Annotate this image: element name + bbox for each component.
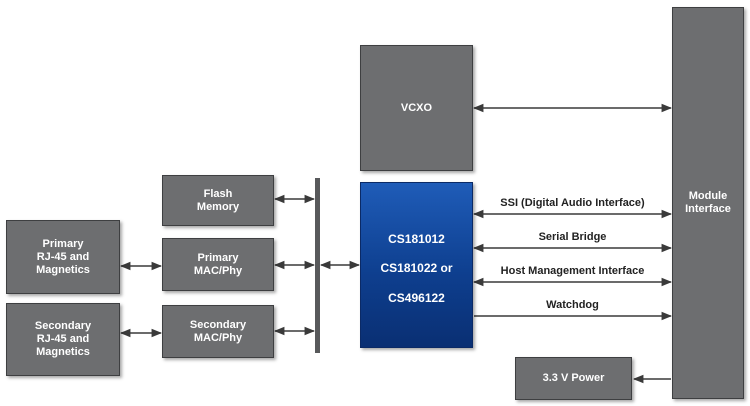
flash-memory-block: Flash Memory <box>162 175 274 226</box>
ssi-label: SSI (Digital Audio Interface) <box>500 197 645 209</box>
system-bus <box>315 178 320 353</box>
secondary-rj45-block: Secondary RJ-45 and Magnetics <box>6 303 120 376</box>
power-block: 3.3 V Power <box>515 357 632 400</box>
module-interface-block: Module Interface <box>672 7 744 399</box>
chip-label-line-1: CS181012 <box>388 232 445 247</box>
primary-rj45-block: Primary RJ-45 and Magnetics <box>6 220 120 294</box>
chip-label-line-3: CS496122 <box>388 290 445 305</box>
chip-label-line-2: CS181022 or <box>380 261 453 276</box>
serial-bridge-label: Serial Bridge <box>538 231 607 243</box>
vcxo-block: VCXO <box>360 45 473 171</box>
watchdog-label: Watchdog <box>546 299 599 311</box>
processor-chip-block: CS181012 CS181022 or CS496122 <box>360 182 473 348</box>
secondary-mac-phy-block: Secondary MAC/Phy <box>162 305 274 358</box>
primary-mac-phy-block: Primary MAC/Phy <box>162 238 274 291</box>
host-management-label: Host Management Interface <box>500 265 645 277</box>
